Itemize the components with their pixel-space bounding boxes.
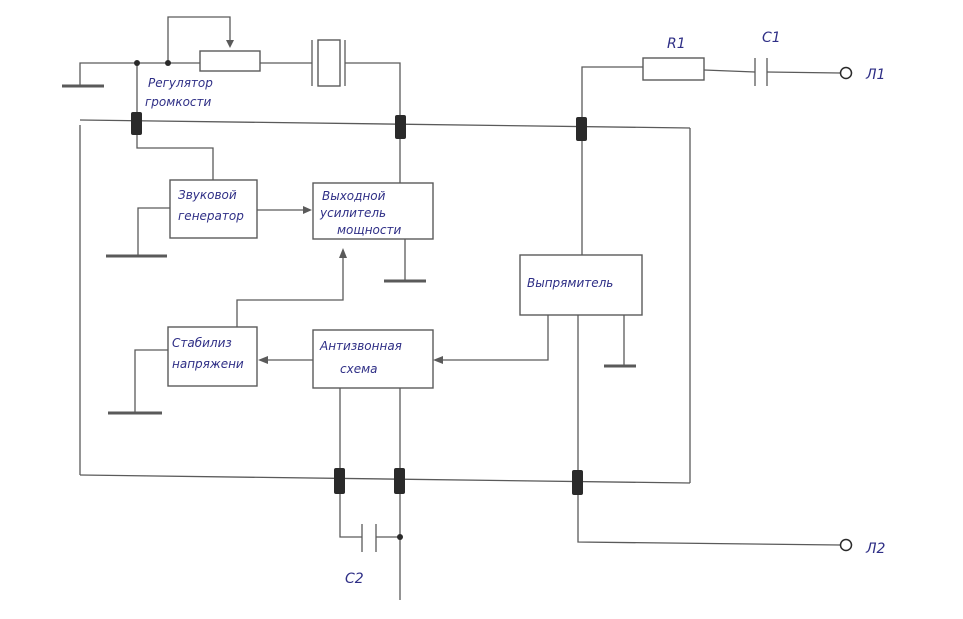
terminal-l1-label: Л1 [865, 67, 885, 83]
c2-label: C2 [345, 571, 364, 587]
c1-label: C1 [762, 30, 781, 46]
stabilizer-label-line1: Стабилиз [172, 336, 232, 350]
arrow-to-stabilizer [258, 356, 268, 364]
block-voltage-stabilizer: Стабилиз напряжени [167, 326, 258, 387]
arrow-up-to-amplifier [339, 248, 347, 258]
potentiometer-resistor [199, 50, 261, 72]
wires [79, 16, 841, 600]
anti-ringing-label-line2: схема [340, 362, 378, 376]
bus-connector-pin [334, 468, 345, 494]
bus-connector-pin [576, 117, 587, 141]
ground-symbols [62, 84, 636, 415]
block-anti-ringing-circuit: Антизвонная схема [312, 329, 434, 389]
junction-dot [134, 60, 140, 66]
connector-pins [131, 112, 587, 495]
junction-dot [165, 60, 171, 66]
capacitor-c1 [754, 58, 768, 86]
terminal-l2-circle [839, 538, 853, 552]
power-amplifier-label-line2: усилитель [319, 206, 386, 220]
bus-connector-pin [395, 115, 406, 139]
arrowheads [226, 40, 443, 364]
sound-generator-label-line1: Звуковой [178, 188, 237, 202]
quartz-crystal-symbol [311, 39, 346, 87]
volume-regulator-label-line2: громкости [145, 95, 211, 109]
stabilizer-label-line2: напряжени [172, 357, 244, 371]
volume-regulator-label-line1: Регулятор [148, 76, 213, 90]
arrow-to-amplifier [303, 206, 312, 214]
bus-connector-pin [394, 468, 405, 494]
block-sound-generator: Звуковой генератор [169, 179, 258, 239]
terminal-l1-circle [839, 66, 853, 80]
block-rectifier: Выпрямитель [519, 254, 643, 316]
terminal-l2-label: Л2 [865, 541, 886, 557]
resistor-r1 [642, 57, 705, 81]
junction-dots [134, 60, 403, 540]
bus-connector-pin [131, 112, 142, 135]
block-power-amplifier: Выходной усилитель мощности [312, 182, 434, 240]
capacitor-c2 [361, 524, 377, 552]
power-amplifier-label-line3: мощности [337, 223, 401, 237]
power-amplifier-label-line1: Выходной [322, 189, 386, 203]
arrow-to-antiringing [433, 356, 443, 364]
arrow-wiper [226, 40, 234, 48]
rectifier-label: Выпрямитель [527, 276, 613, 290]
bus-connector-pin [572, 470, 583, 495]
anti-ringing-label-line1: Антизвонная [319, 339, 402, 353]
r1-label: R1 [667, 36, 686, 52]
sound-generator-label-line2: генератор [178, 209, 244, 223]
junction-dot [397, 534, 403, 540]
